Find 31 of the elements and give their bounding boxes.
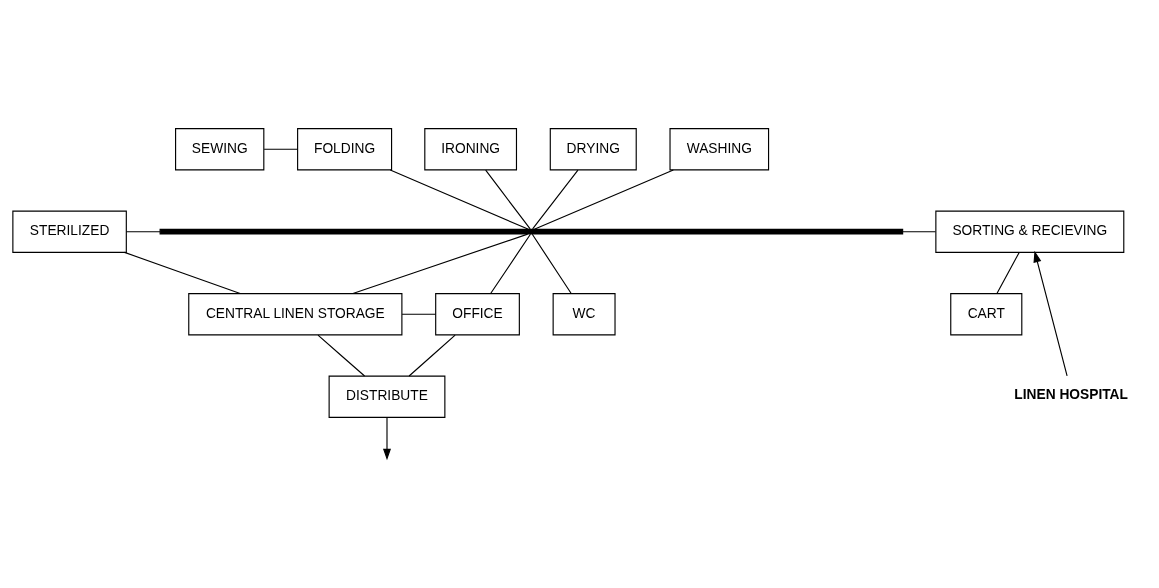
node-box: FOLDING (297, 128, 393, 171)
connector (996, 252, 1020, 295)
connector (532, 169, 579, 230)
connector (490, 233, 531, 294)
node-box: SORTING & RECIEVING (935, 210, 1125, 253)
connector (531, 233, 572, 294)
connector (389, 169, 530, 230)
connector (401, 313, 437, 315)
node-box: WC (552, 293, 616, 336)
node-bar (159, 228, 904, 235)
node-box: SEWING (175, 128, 265, 171)
connector (352, 233, 529, 295)
connector (263, 148, 298, 150)
node-box: OFFICE (435, 293, 520, 336)
node-text: LINEN HOSPITAL (1014, 387, 1128, 403)
node-box: STERILIZED (12, 210, 127, 253)
connector (408, 334, 456, 377)
arrow (1033, 250, 1068, 377)
node-box: CART (950, 293, 1023, 336)
connector (533, 169, 674, 230)
node-box: IRONING (424, 128, 518, 171)
node-box: WASHING (669, 128, 770, 171)
arrow (382, 416, 391, 461)
node-box: DISTRIBUTE (328, 375, 446, 418)
connector (902, 231, 937, 233)
node-box: DRYING (549, 128, 637, 171)
connector (317, 334, 366, 377)
connector (123, 251, 241, 295)
connector (125, 231, 161, 233)
connector (485, 169, 531, 230)
node-box: CENTRAL LINEN STORAGE (188, 293, 403, 336)
